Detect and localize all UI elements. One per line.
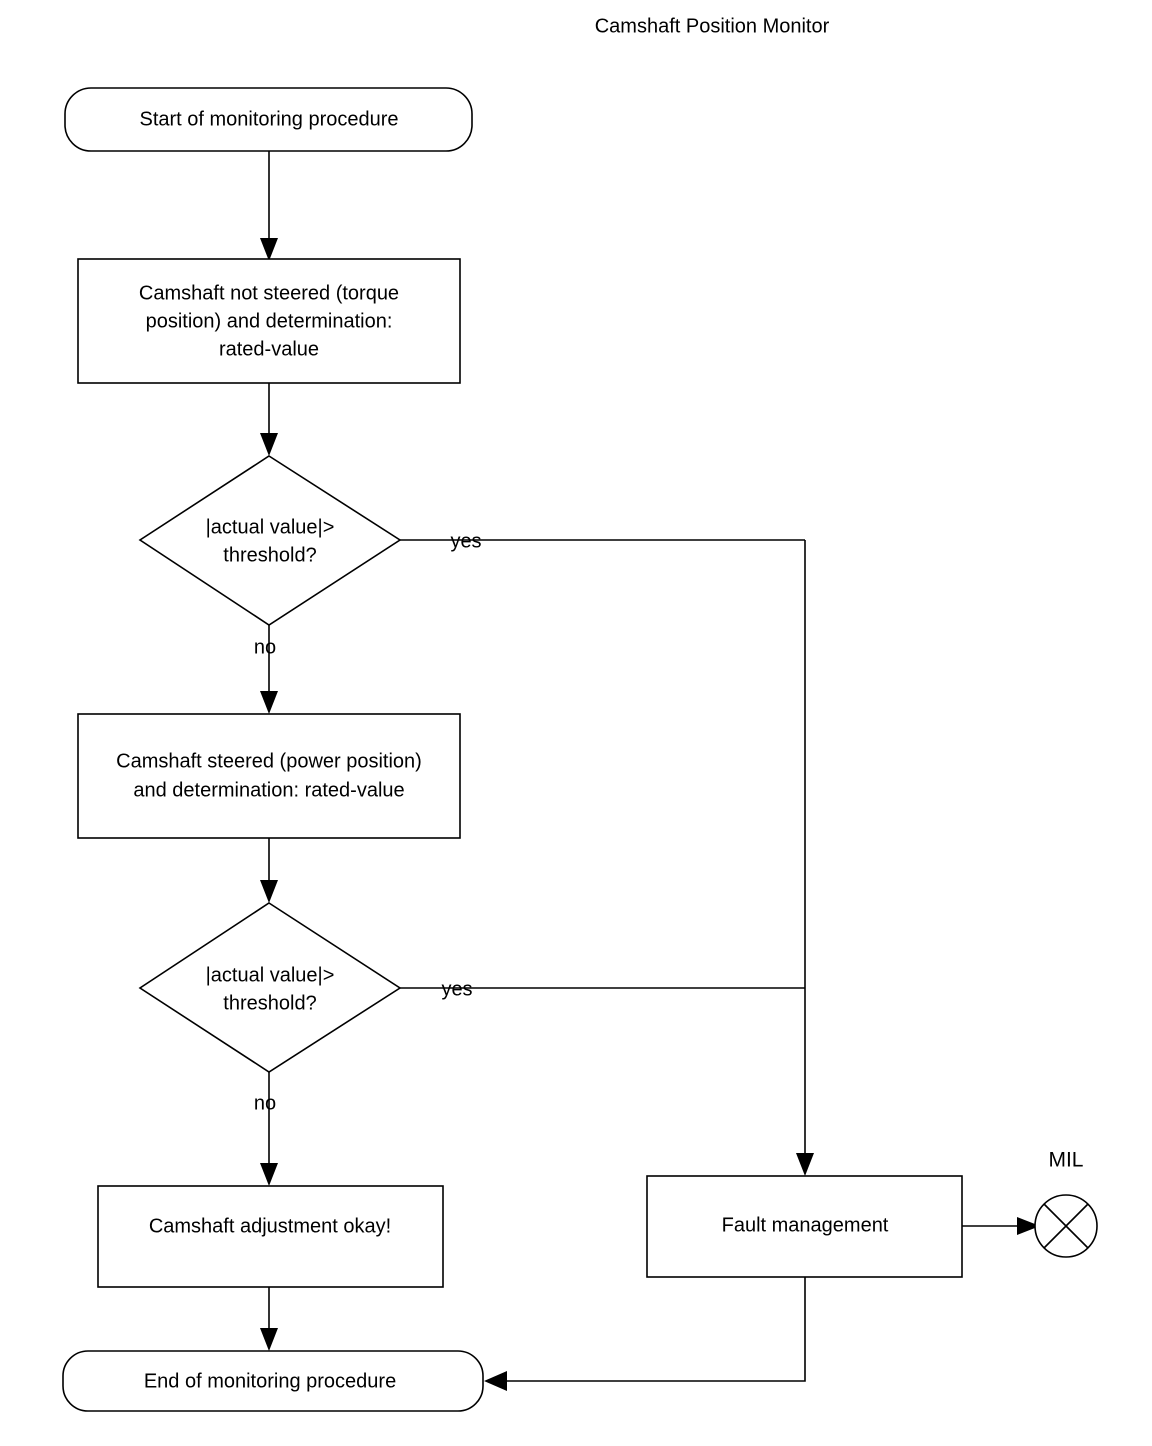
arrowhead-icon xyxy=(796,1153,814,1176)
process-power-shape xyxy=(77,713,461,839)
edge-decision-one-no: no xyxy=(254,625,278,714)
edge-process-torque-to-decision-one xyxy=(260,383,278,456)
node-process-power[interactable]: Camshaft steered (power position) and de… xyxy=(77,713,461,839)
decision-two-shape xyxy=(138,902,402,1073)
process-power-label-line2: and determination: rated-value xyxy=(133,779,404,801)
edge-label-decision-one-no: no xyxy=(254,636,276,658)
edge-label-decision-two-yes: yes xyxy=(441,978,472,1000)
diagram-title: Camshaft Position Monitor xyxy=(595,15,830,37)
result-okay-label: Camshaft adjustment okay! xyxy=(149,1215,391,1237)
node-decision-one[interactable]: |actual value|> threshold? xyxy=(138,455,402,626)
edge-result-okay-to-end xyxy=(260,1287,278,1351)
mil-cross-icon xyxy=(1043,1203,1089,1249)
node-decision-two[interactable]: |actual value|> threshold? xyxy=(138,902,402,1073)
process-torque-label-line1: Camshaft not steered (torque xyxy=(139,282,399,304)
process-power-label-line1: Camshaft steered (power position) xyxy=(116,750,422,772)
arrowhead-icon xyxy=(260,880,278,903)
decision-two-label-line1: |actual value|> xyxy=(206,964,335,986)
node-process-torque[interactable]: Camshaft not steered (torque position) a… xyxy=(77,258,461,384)
end-node-shape xyxy=(62,1350,484,1412)
edge-start-to-process-torque xyxy=(260,151,278,261)
decision-two-label-line2: threshold? xyxy=(223,992,316,1014)
edge-process-power-to-decision-two xyxy=(260,838,278,903)
end-node-label: End of monitoring procedure xyxy=(144,1370,396,1392)
process-torque-label-line2: position) and determination: xyxy=(146,310,393,332)
mil-label: MIL xyxy=(1048,1149,1083,1172)
node-end[interactable]: End of monitoring procedure xyxy=(62,1350,484,1412)
process-torque-shape xyxy=(77,258,461,384)
edge-label-decision-two-no: no xyxy=(254,1092,276,1114)
edge-fault-management-to-end xyxy=(484,1277,806,1391)
process-torque-label-line3: rated-value xyxy=(219,338,319,360)
edge-label-decision-one-yes: yes xyxy=(450,530,481,552)
edge-decision-two-no: no xyxy=(254,1072,278,1186)
start-node-label: Start of monitoring procedure xyxy=(139,108,398,130)
edge-yes-rail-to-fault-management xyxy=(796,540,814,1176)
node-mil-indicator[interactable]: MIL xyxy=(1034,1149,1098,1258)
decision-one-label-line1: |actual value|> xyxy=(206,516,335,538)
edge-decision-two-yes: yes xyxy=(400,978,805,1000)
node-result-okay[interactable]: Camshaft adjustment okay! xyxy=(97,1185,444,1288)
edge-fault-management-to-mil xyxy=(962,1217,1040,1235)
arrowhead-icon xyxy=(260,1328,278,1351)
arrowhead-icon xyxy=(484,1371,507,1391)
node-fault-management[interactable]: Fault management xyxy=(646,1175,963,1278)
fault-management-label: Fault management xyxy=(722,1214,889,1236)
result-okay-shape xyxy=(97,1185,444,1288)
arrowhead-icon xyxy=(260,238,278,261)
arrowhead-icon xyxy=(260,433,278,456)
decision-one-label-line2: threshold? xyxy=(223,544,316,566)
arrowhead-icon xyxy=(260,1163,278,1186)
edge-decision-one-yes: yes xyxy=(400,530,805,552)
fault-management-shape xyxy=(646,1175,963,1278)
decision-one-shape xyxy=(138,455,402,626)
node-start[interactable]: Start of monitoring procedure xyxy=(64,87,473,152)
arrowhead-icon xyxy=(260,691,278,714)
arrowhead-icon xyxy=(1017,1217,1040,1235)
